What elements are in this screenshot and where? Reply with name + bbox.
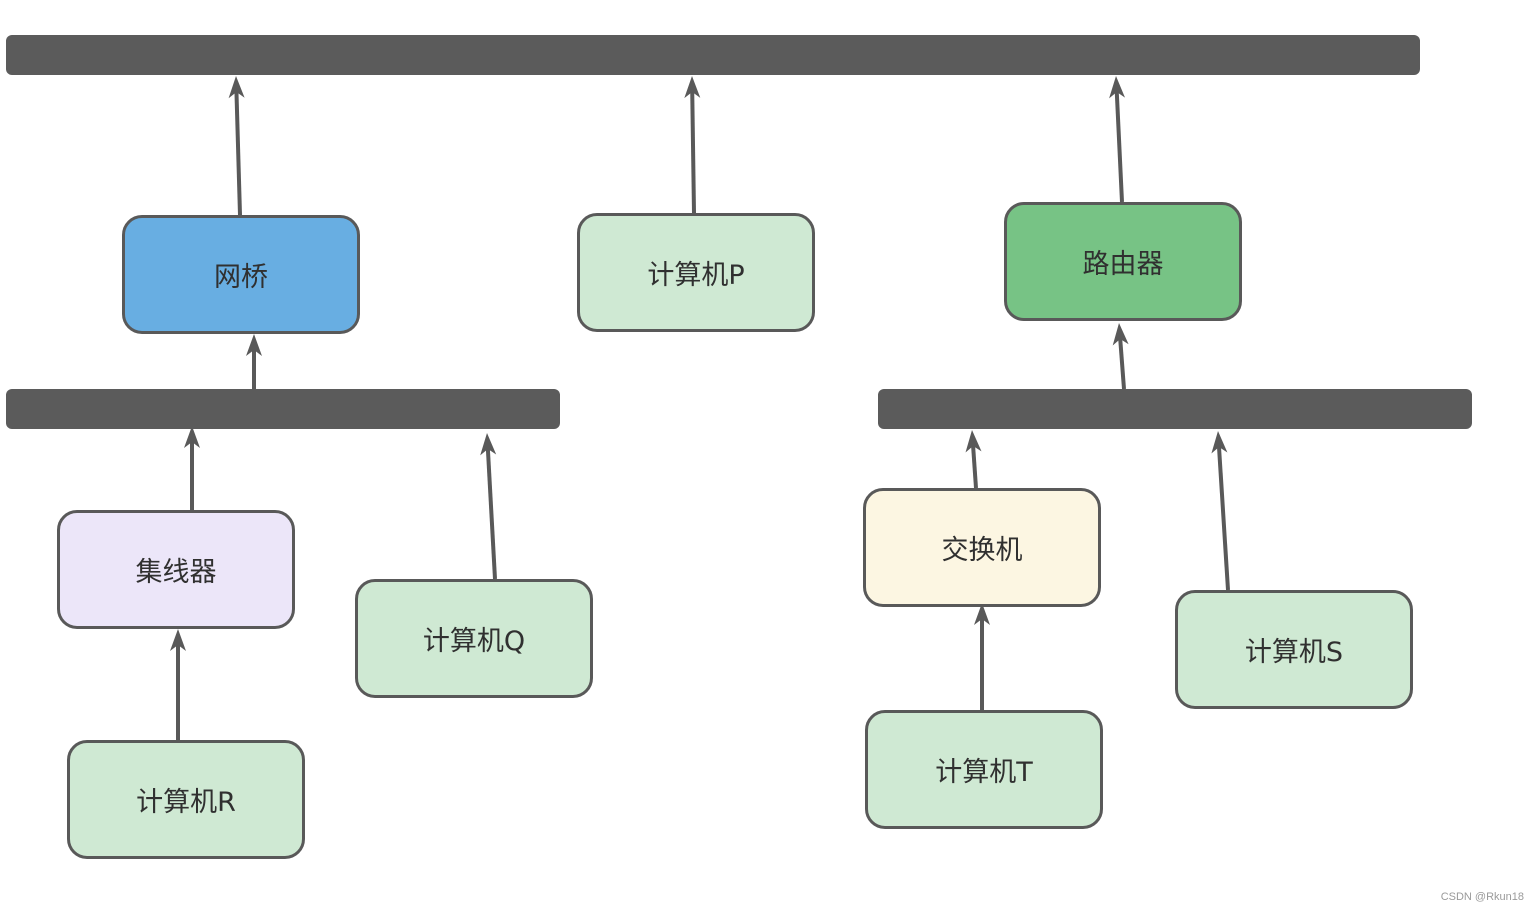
- arrow-computer-p-to-top-bus-shaft: [690, 89, 696, 214]
- arrow-computer-s-to-right-bus: [1211, 431, 1230, 591]
- arrow-router-to-top-bus-head: [1109, 76, 1125, 99]
- arrow-router-to-top-bus: [1109, 76, 1125, 203]
- arrow-router-to-top-bus-shaft: [1114, 89, 1124, 203]
- computer-s-node: 计算机S: [1175, 590, 1413, 709]
- arrow-computer-s-to-right-bus-head: [1211, 431, 1228, 454]
- watermark: CSDN @Rkun18: [1440, 891, 1524, 903]
- arrow-computer-t-to-switch-head: [974, 603, 990, 625]
- left-bus: [6, 389, 560, 429]
- arrow-switch-to-right-bus-shaft: [970, 443, 978, 489]
- arrow-left-bus-to-bridge: [246, 334, 262, 389]
- arrow-hub-to-left-bus-head: [184, 426, 200, 448]
- bridge-node: 网桥: [122, 215, 360, 334]
- connection-arrows: [170, 76, 1230, 740]
- arrow-hub-to-left-bus: [184, 426, 200, 510]
- arrow-computer-p-to-top-bus: [684, 76, 701, 214]
- arrow-computer-s-to-right-bus-shaft: [1216, 444, 1230, 591]
- hub-node: 集线器: [57, 510, 295, 629]
- arrow-right-bus-to-router-head: [1112, 323, 1129, 346]
- computer-r-node: 计算机R: [67, 740, 305, 859]
- arrow-right-bus-to-router-shaft: [1118, 336, 1126, 390]
- arrow-computer-r-to-hub-head: [170, 629, 186, 651]
- arrow-computer-p-to-top-bus-head: [684, 76, 701, 99]
- arrow-switch-to-right-bus: [965, 430, 982, 489]
- arrow-computer-q-to-left-bus: [480, 433, 497, 580]
- arrow-right-bus-to-router: [1112, 323, 1129, 390]
- computer-q-node: 计算机Q: [355, 579, 593, 698]
- top-bus: [6, 35, 1420, 75]
- router-node: 路由器: [1004, 202, 1242, 321]
- switch-node: 交换机: [863, 488, 1101, 607]
- computer-t-node: 计算机T: [865, 710, 1103, 829]
- computer-p-node: 计算机P: [577, 213, 815, 332]
- arrow-computer-t-to-switch: [974, 603, 990, 710]
- right-bus: [878, 389, 1472, 429]
- arrow-switch-to-right-bus-head: [965, 430, 982, 453]
- arrow-bridge-to-top-bus: [228, 76, 245, 216]
- arrow-computer-q-to-left-bus-head: [480, 433, 497, 456]
- arrow-computer-q-to-left-bus-shaft: [485, 446, 497, 580]
- arrow-bridge-to-top-bus-head: [228, 76, 245, 99]
- arrow-computer-r-to-hub: [170, 629, 186, 740]
- arrow-bridge-to-top-bus-shaft: [234, 89, 242, 216]
- arrow-left-bus-to-bridge-head: [246, 334, 262, 356]
